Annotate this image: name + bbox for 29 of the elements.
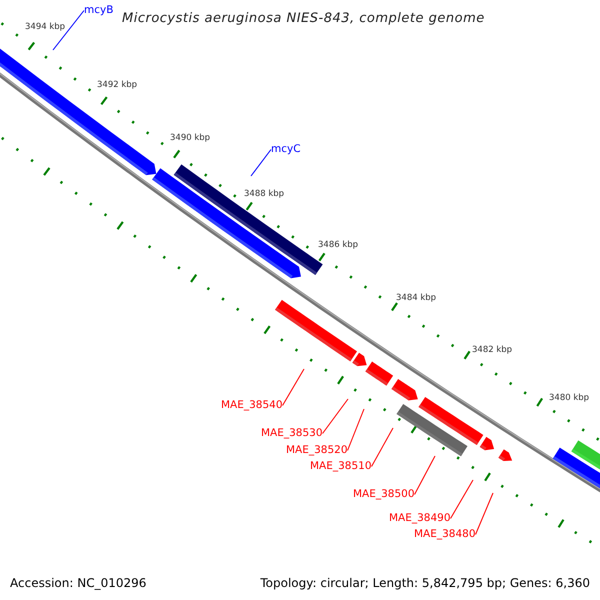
leader-line: [475, 492, 494, 535]
position-label: 3488 kbp: [244, 188, 284, 201]
leader-line: [250, 149, 272, 176]
gene-label: MAE_38500: [353, 488, 415, 501]
footer-text: Accession: NC_010296: [10, 575, 146, 592]
leader-line: [371, 428, 394, 467]
position-label: 3486 kbp: [318, 239, 358, 252]
position-label: 3494 kbp: [25, 21, 66, 34]
gene-label: MAE_38540: [221, 399, 283, 412]
gene-label: MAE_38510: [310, 460, 372, 473]
gene-label: MAE_38490: [389, 512, 451, 525]
gene-label: mcyB: [84, 4, 114, 17]
position-label: 3490 kbp: [170, 132, 210, 145]
position-label: 3480 kbp: [549, 392, 590, 405]
gene-label: MAE_38520: [286, 444, 348, 457]
position-label: 3492 kbp: [97, 79, 138, 92]
leader-line: [347, 408, 364, 451]
leader-line: [322, 398, 348, 434]
position-label: 3482 kbp: [472, 344, 512, 357]
gene-label: mcyC: [271, 143, 301, 156]
leader-line: [414, 456, 436, 495]
gene-label: MAE_38480: [414, 528, 476, 541]
footer-text: Topology: circular; Length: 5,842,795 bp; Genes: 6,360: [260, 575, 590, 592]
position-label: 3484 kbp: [396, 292, 436, 305]
gene-label: MAE_38530: [261, 427, 323, 440]
title: Microcystis aeruginosa NIES-843, complete genome: [122, 10, 485, 28]
leader-line: [52, 10, 84, 50]
leader-line: [450, 480, 474, 519]
leader-line: [282, 368, 304, 406]
